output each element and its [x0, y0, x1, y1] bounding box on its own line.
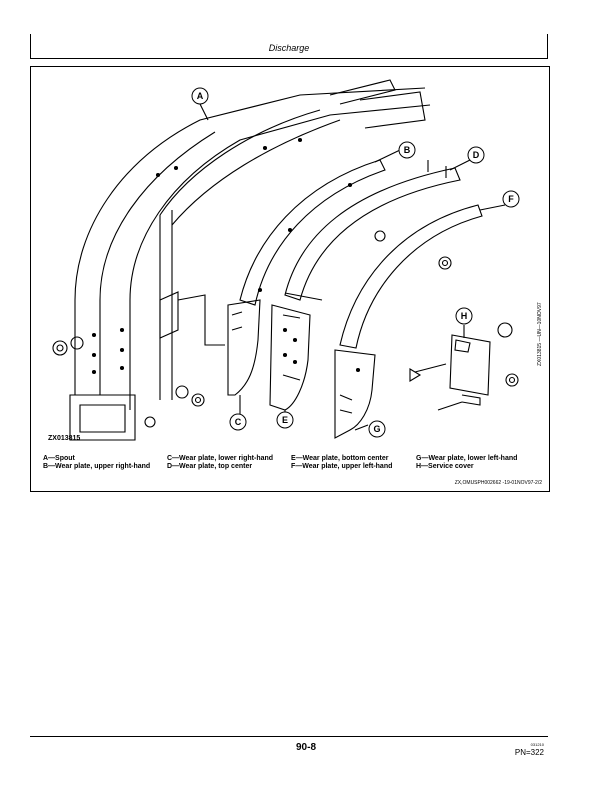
callout-c [229, 413, 247, 431]
callout-a-label: A [197, 91, 204, 101]
callout-d-label: D [473, 150, 480, 160]
footer-divider [30, 736, 548, 737]
legend-item-d: D—Wear plate, top center [167, 463, 253, 470]
callout-h-label: H [461, 311, 468, 321]
callout-c-label: C [235, 417, 242, 427]
spout-exploded-illustration: A B C D E F G H [52, 79, 520, 441]
footer-code: 031210 [530, 742, 544, 747]
legend-column-3: E—Wear plate, bottom center F—Wear plate… [291, 455, 392, 471]
legend-item-h: H—Service cover [416, 463, 474, 470]
callout-b-label: B [404, 145, 411, 155]
section-header: Discharge [30, 34, 548, 59]
figure-id: ZX013815 [48, 435, 81, 442]
legend-item-a: A—Spout [43, 455, 75, 462]
callout-f [502, 190, 520, 208]
section-title: Discharge [268, 43, 310, 53]
wear-plate-b-part [239, 159, 386, 306]
callout-e-label: E [282, 415, 288, 425]
pn-label: PN=322 [514, 748, 544, 757]
wear-plate-f-part [339, 204, 483, 349]
callout-d [467, 146, 485, 164]
callout-g-label: G [373, 424, 380, 434]
wear-plate-c-part [227, 299, 261, 416]
callout-a [191, 87, 209, 105]
legend-column-4: G—Wear plate, lower left-hand H—Service … [416, 455, 517, 471]
callout-b [398, 141, 416, 159]
legend-column-2: C—Wear plate, lower right-hand D—Wear pl… [167, 455, 273, 471]
legend-item-b: B—Wear plate, upper right-hand [43, 463, 151, 470]
callout-g [368, 420, 386, 438]
spout-part [52, 79, 431, 441]
document-reference: ZX,OMUSPH002662 -19-01NOV97-2/2 [454, 480, 542, 486]
legend-item-e: E—Wear plate, bottom center [291, 455, 389, 462]
wear-plate-e-part [269, 304, 311, 411]
callout-group: A B C D E F G H [191, 87, 520, 438]
callout-h [455, 307, 473, 325]
figure-vertical-ref: ZX013815 —UN—10NOV97 [537, 302, 543, 366]
legend-item-f: F—Wear plate, upper left-hand [291, 463, 393, 470]
page-number: 90-8 [295, 742, 316, 753]
legend-item-c: C—Wear plate, lower right-hand [167, 455, 274, 462]
legend-column-1: A—Spout B—Wear plate, upper right-hand [43, 455, 150, 471]
legend-item-g: G—Wear plate, lower left-hand [416, 455, 518, 462]
callout-e [276, 411, 294, 429]
service-cover-part [409, 322, 519, 411]
wear-plate-g-part [334, 349, 376, 439]
callout-f-label: F [508, 194, 514, 204]
wear-plate-d-part [284, 160, 461, 301]
